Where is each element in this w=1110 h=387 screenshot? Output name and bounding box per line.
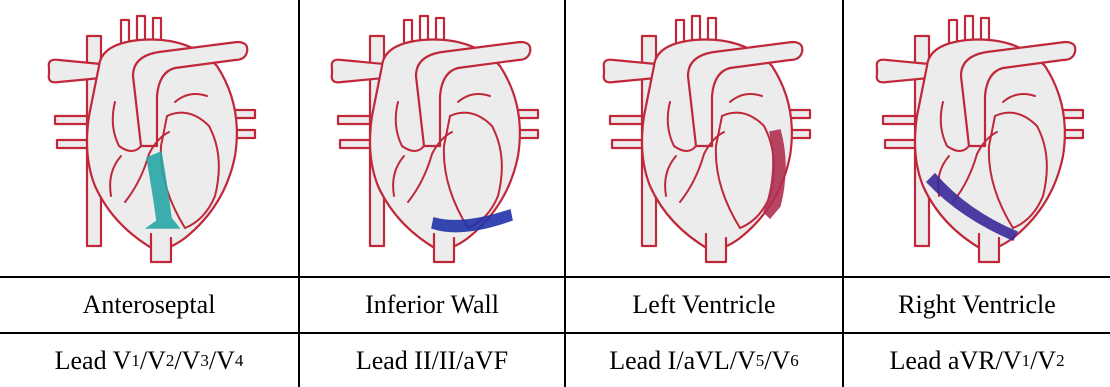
column-divider: [842, 0, 844, 387]
heart-diagram-left-ventricle: [566, 6, 842, 268]
column-divider: [564, 0, 566, 387]
heart-diagram-inferior-wall: [300, 6, 564, 268]
heart-diagram-right-ventricle: [844, 6, 1110, 268]
column-divider: [298, 0, 300, 387]
region-label: Inferior Wall: [300, 277, 564, 332]
row-divider: [0, 332, 1110, 334]
region-label: Left Ventricle: [566, 277, 842, 332]
heart-diagram-anteroseptal: [0, 6, 298, 268]
region-label: Anteroseptal: [0, 277, 298, 332]
column-inferior-wall: Inferior Wall Lead II/II/aVF: [300, 0, 564, 387]
lead-label: Lead II/II/aVF: [300, 334, 564, 387]
region-label: Right Ventricle: [844, 277, 1110, 332]
row-divider: [0, 276, 1110, 278]
